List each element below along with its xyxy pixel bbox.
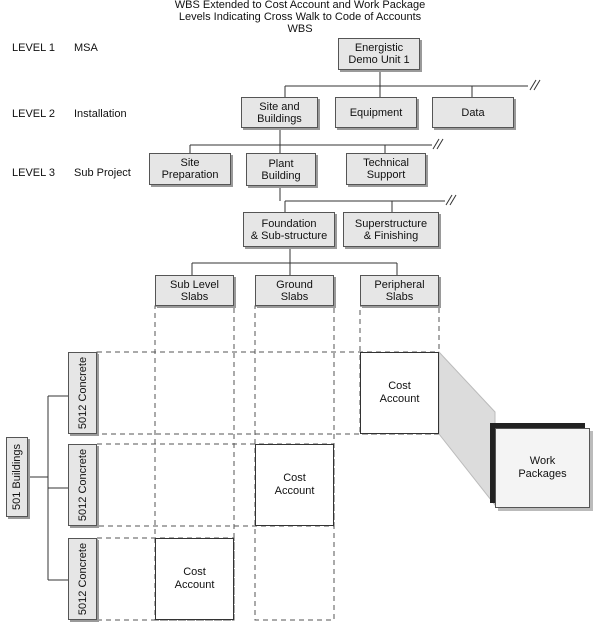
cost-account-sub-level-label: Cost Account <box>174 566 215 591</box>
coa-5012-concrete-2: 5012 Concrete <box>68 444 97 526</box>
node-ground-slabs: Ground Slabs <box>255 275 334 306</box>
level-3-label: LEVEL 3 <box>12 167 56 179</box>
node-sub-level-slabs: Sub Level Slabs <box>155 275 234 306</box>
node-superstructure-finishing: Superstructure & Finishing <box>343 212 439 247</box>
node-plant-building-label: Plant Building <box>261 157 301 182</box>
node-site-preparation-label: Site Preparation <box>161 157 219 181</box>
level-1-name: MSA <box>74 42 98 54</box>
node-data-label: Data <box>461 106 485 119</box>
coa-5012-concrete-1-label: 5012 Concrete <box>76 356 89 430</box>
node-energistic-demo-unit: Energistic Demo Unit 1 <box>338 38 420 70</box>
node-site-and-buildings: Site and Buildings <box>241 97 318 128</box>
coa-501-buildings-label: 501 Buildings <box>11 443 23 511</box>
node-peripheral-slabs-label: Peripheral Slabs <box>374 278 425 303</box>
coa-501-buildings: 501 Buildings <box>6 437 28 517</box>
cost-account-ground-label: Cost Account <box>274 472 315 497</box>
title-line-1: WBS Extended to Cost Account and Work Pa… <box>174 0 426 11</box>
title-line-2: Levels Indicating Cross Walk to Code of … <box>178 11 422 23</box>
coa-5012-concrete-2-label: 5012 Concrete <box>76 448 89 522</box>
work-package-projection <box>438 350 496 507</box>
node-plant-building: Plant Building <box>246 153 316 186</box>
node-energistic-demo-unit-label: Energistic Demo Unit 1 <box>348 42 410 66</box>
node-data: Data <box>432 97 514 128</box>
coa-5012-concrete-1: 5012 Concrete <box>68 352 97 434</box>
coa-5012-concrete-3: 5012 Concrete <box>68 538 97 620</box>
cost-account-peripheral-label: Cost Account <box>379 380 420 405</box>
node-equipment: Equipment <box>335 97 417 128</box>
level-2-label: LEVEL 2 <box>12 108 56 120</box>
level-2-name: Installation <box>74 108 127 120</box>
level-1-label: LEVEL 1 <box>12 42 56 54</box>
node-technical-support: Technical Support <box>346 153 426 185</box>
coa-5012-concrete-3-label: 5012 Concrete <box>76 542 89 616</box>
title-line-3: WBS <box>287 23 313 35</box>
node-sub-level-slabs-label: Sub Level Slabs <box>170 278 219 303</box>
node-equipment-label: Equipment <box>349 106 403 119</box>
node-technical-support-label: Technical Support <box>363 157 409 181</box>
node-ground-slabs-label: Ground Slabs <box>276 278 313 303</box>
cost-account-sub-level: Cost Account <box>155 538 234 620</box>
cost-account-ground: Cost Account <box>255 444 334 526</box>
work-packages-label: Work Packages <box>518 455 567 480</box>
level-3-name: Sub Project <box>74 167 131 179</box>
node-peripheral-slabs: Peripheral Slabs <box>360 275 439 306</box>
node-foundation-substructure: Foundation & Sub-structure <box>243 212 335 247</box>
node-site-and-buildings-label: Site and Buildings <box>257 100 302 125</box>
cost-account-peripheral: Cost Account <box>360 352 439 434</box>
node-foundation-substructure-label: Foundation & Sub-structure <box>250 217 328 242</box>
work-packages: Work Packages <box>495 428 590 508</box>
node-superstructure-finishing-label: Superstructure & Finishing <box>354 217 428 242</box>
node-site-preparation: Site Preparation <box>149 153 231 185</box>
